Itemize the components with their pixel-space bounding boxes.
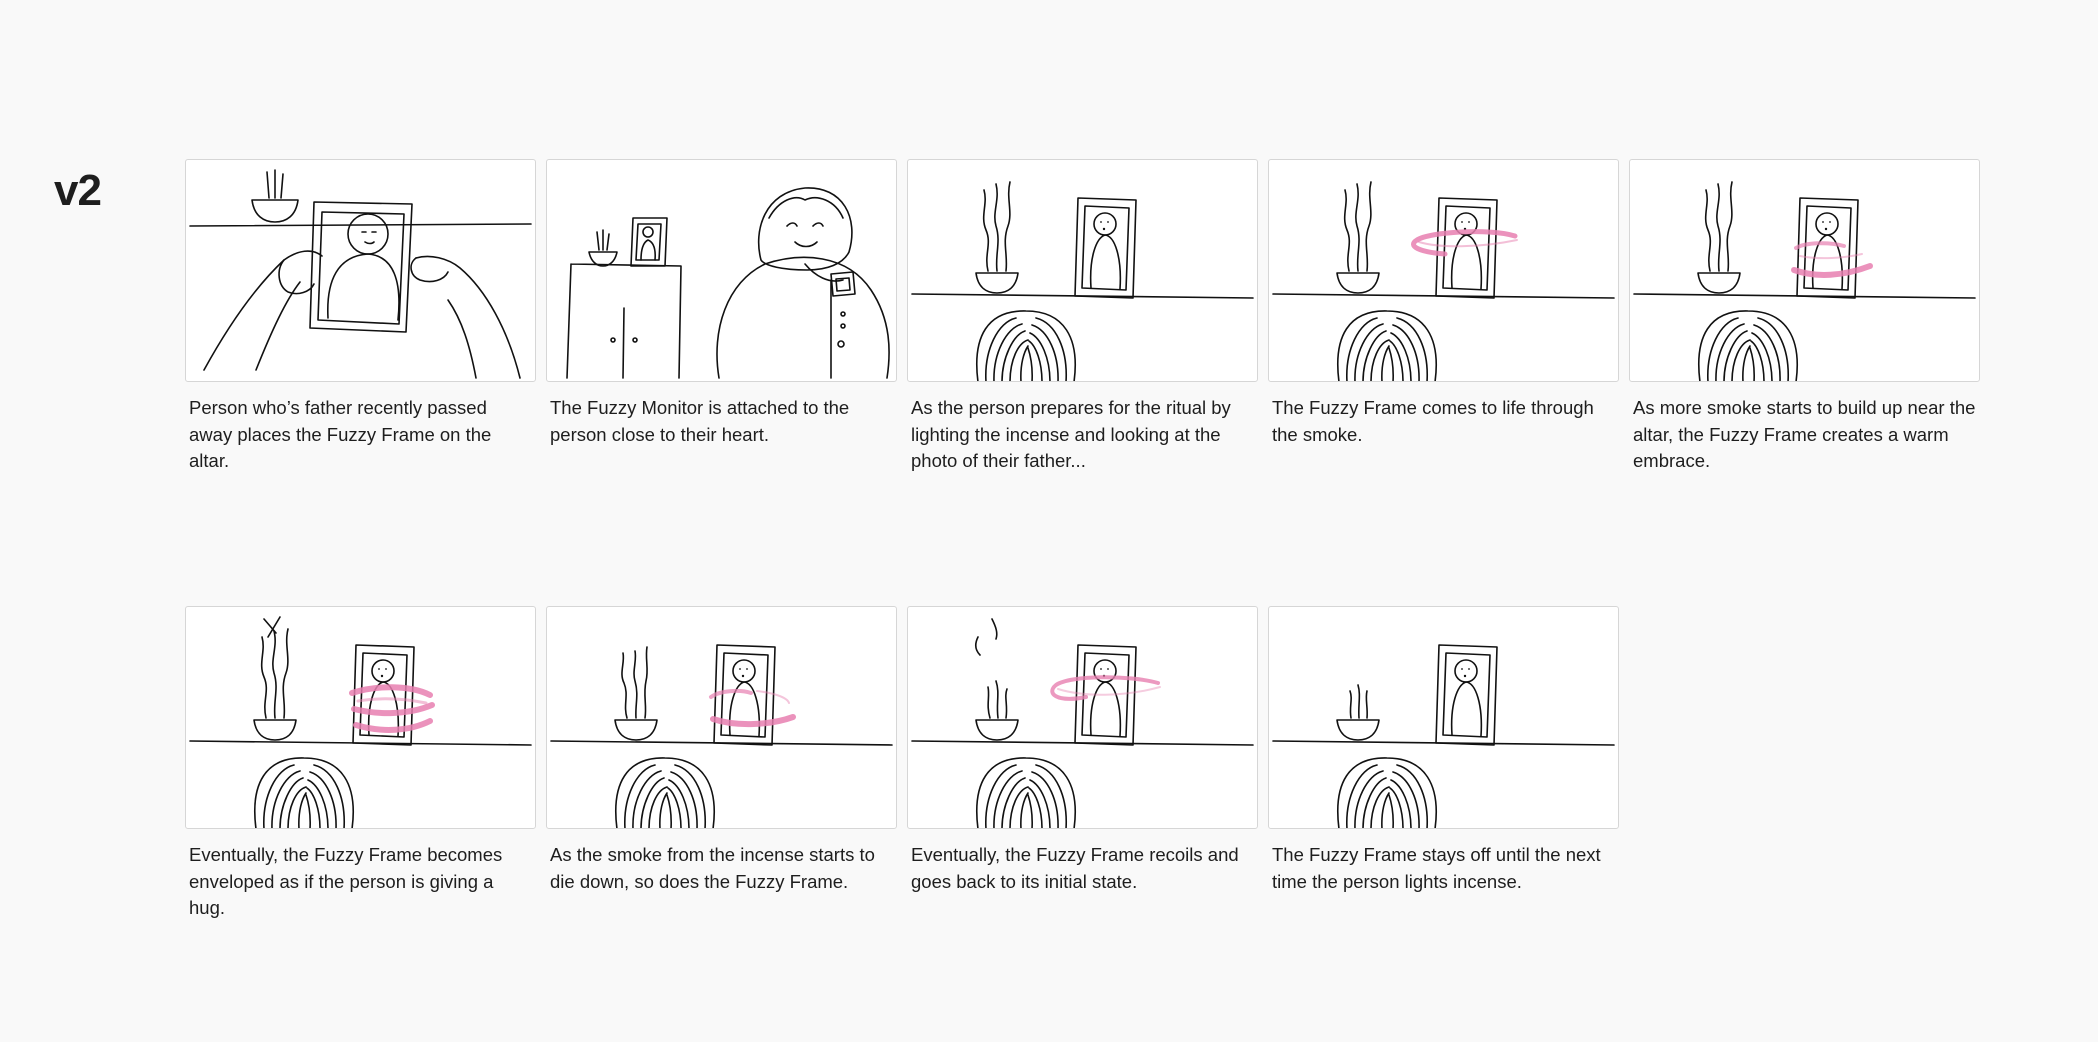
frame-illustration — [1268, 606, 1619, 829]
frame-caption: As the smoke from the incense starts to … — [550, 844, 875, 892]
storyboard-frame-3: As the person prepares for the ritual by… — [907, 159, 1258, 475]
frame-caption: Eventually, the Fuzzy Frame recoils and … — [911, 844, 1239, 892]
storyboard-frame-7: As the smoke from the incense starts to … — [546, 606, 897, 895]
storyboard-frame-1: Person who’s father recently passed away… — [185, 159, 536, 475]
lighting-incense-sketch — [911, 181, 1254, 381]
storyboard-frame-4: The Fuzzy Frame comes to life through th… — [1268, 159, 1619, 448]
frame-illustration — [546, 606, 897, 829]
monitor-attached-sketch — [566, 187, 890, 379]
smoke-dies-down-sketch — [550, 644, 893, 828]
storyboard-frame-5: As more smoke starts to build up near th… — [1629, 159, 1980, 475]
frame-illustration — [907, 159, 1258, 382]
version-label: v2 — [54, 166, 102, 215]
storyboard-frame-9: The Fuzzy Frame stays off until the next… — [1268, 606, 1619, 895]
frame-recoils-sketch — [911, 618, 1254, 828]
storyboard-frame-8: Eventually, the Fuzzy Frame recoils and … — [907, 606, 1258, 895]
frame-illustration — [907, 606, 1258, 829]
frame-off-sketch — [1272, 644, 1615, 828]
warm-embrace-sketch — [1633, 181, 1976, 381]
frame-caption: As more smoke starts to build up near th… — [1633, 397, 1976, 472]
enveloped-hug-sketch — [189, 616, 532, 828]
frame-caption: The Fuzzy Frame comes to life through th… — [1272, 397, 1594, 445]
frame-comes-alive-sketch — [1272, 181, 1615, 381]
frame-caption: As the person prepares for the ritual by… — [911, 397, 1231, 472]
frame-illustration — [1629, 159, 1980, 382]
storyboard-frame-2: The Fuzzy Monitor is attached to the per… — [546, 159, 897, 448]
altar-placement-sketch — [189, 169, 532, 379]
frame-caption: Person who’s father recently passed away… — [189, 397, 492, 472]
frame-caption: Eventually, the Fuzzy Frame becomes enve… — [189, 844, 503, 919]
frame-caption: The Fuzzy Monitor is attached to the per… — [550, 397, 850, 445]
frame-illustration — [1268, 159, 1619, 382]
frame-illustration — [185, 606, 536, 829]
frame-caption: The Fuzzy Frame stays off until the next… — [1272, 844, 1601, 892]
frame-illustration — [546, 159, 897, 382]
storyboard-frame-6: Eventually, the Fuzzy Frame becomes enve… — [185, 606, 536, 922]
frame-illustration — [185, 159, 536, 382]
